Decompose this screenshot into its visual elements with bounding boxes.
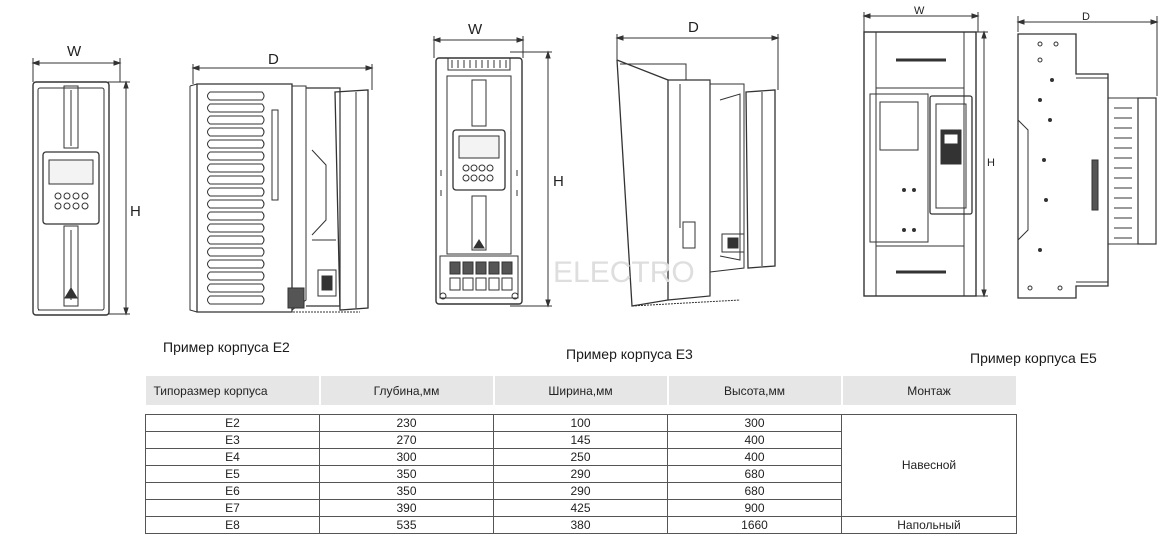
cell-height: 300	[667, 414, 842, 432]
e5-width-label: W	[914, 5, 925, 17]
header-width: Ширина,мм	[493, 376, 669, 405]
cell-depth: 350	[319, 482, 494, 500]
header-frame-size: Типоразмер корпуса	[145, 376, 321, 405]
cell-height: 1660	[667, 516, 842, 534]
cell-frame: E7	[145, 499, 320, 517]
cell-width: 100	[493, 414, 668, 432]
e5-depth-label: D	[1082, 11, 1090, 23]
e5-caption: Пример корпуса E5	[970, 350, 1097, 366]
cell-mount-floor: Напольный	[841, 516, 1017, 534]
e5-front-view	[862, 12, 988, 298]
e2-front-view	[31, 58, 130, 316]
enclosure-drawings: W H D W H D W H D ELECTRO	[31, 5, 1159, 316]
cell-depth: 270	[319, 431, 494, 449]
cell-height: 680	[667, 482, 842, 500]
table-header-row: Типоразмер корпуса Глубина,мм Ширина,мм …	[145, 376, 1018, 405]
cell-height: 900	[667, 499, 842, 517]
e3-front-view	[432, 36, 552, 308]
e2-side-view	[189, 64, 374, 313]
cell-frame: E6	[145, 482, 320, 500]
cell-width: 250	[493, 448, 668, 466]
cell-height: 400	[667, 448, 842, 466]
cell-frame: E5	[145, 465, 320, 483]
cell-depth: 230	[319, 414, 494, 432]
cell-width: 380	[493, 516, 668, 534]
e2-height-label: H	[130, 203, 141, 220]
cell-frame: E2	[145, 414, 320, 432]
e2-width-label: W	[67, 43, 82, 60]
cell-depth: 535	[319, 516, 494, 534]
e3-caption: Пример корпуса E3	[566, 346, 693, 362]
cell-depth: 300	[319, 448, 494, 466]
cell-depth: 350	[319, 465, 494, 483]
table-row: E8 535 380 1660 Напольный	[145, 516, 1017, 534]
cell-mount-wall: Навесной	[841, 414, 1017, 517]
table-row: E7 390 425 900	[145, 499, 1017, 517]
header-mounting: Монтаж	[841, 376, 1018, 405]
table-row: E6 350 290 680	[145, 482, 1017, 500]
watermark-text: ELECTRO	[553, 256, 695, 289]
table-row: E2 230 100 300 Навесной	[145, 414, 1017, 517]
e3-width-label: W	[468, 21, 483, 38]
cell-depth: 390	[319, 499, 494, 517]
cell-width: 145	[493, 431, 668, 449]
e3-height-label: H	[553, 173, 564, 190]
header-height: Высота,мм	[667, 376, 843, 405]
e5-height-label: H	[987, 157, 995, 169]
e2-depth-label: D	[268, 51, 279, 68]
cell-width: 425	[493, 499, 668, 517]
cell-frame: E4	[145, 448, 320, 466]
cell-height: 680	[667, 465, 842, 483]
header-depth: Глубина,мм	[319, 376, 495, 405]
cell-height: 400	[667, 431, 842, 449]
cell-width: 290	[493, 482, 668, 500]
e5-side-view	[1016, 16, 1159, 299]
cell-frame: E3	[145, 431, 320, 449]
enclosure-size-table: Типоразмер корпуса Глубина,мм Ширина,мм …	[145, 376, 1018, 534]
e3-side-view	[615, 34, 780, 307]
cell-frame: E8	[145, 516, 320, 534]
e3-depth-label: D	[688, 19, 699, 36]
cell-width: 290	[493, 465, 668, 483]
e2-caption: Пример корпуса E2	[163, 339, 290, 355]
